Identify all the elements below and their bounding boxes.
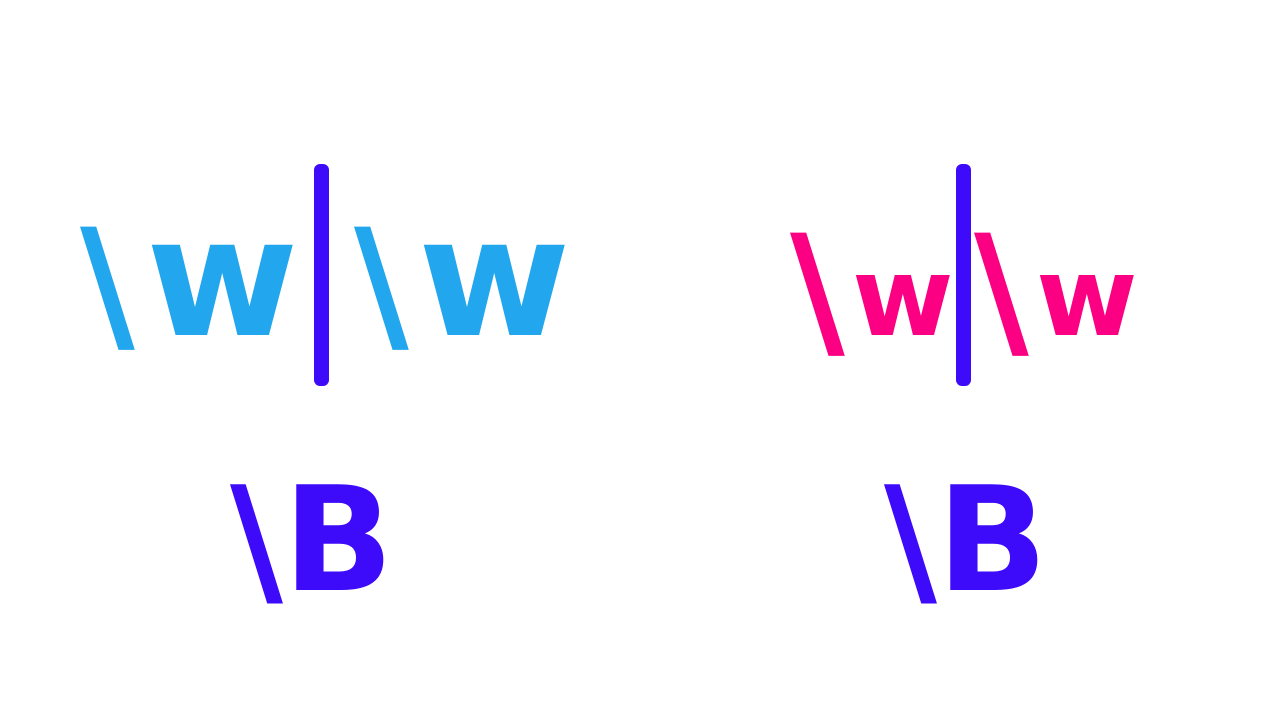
right-token-1-backslash: \ <box>790 204 845 378</box>
right-boundary-marker <box>956 164 971 386</box>
left-token-2-letter: w <box>418 182 571 374</box>
right-diagram: \ w \ w \B <box>640 0 1279 716</box>
right-token-2-backslash: \ <box>974 204 1029 378</box>
right-label: \B <box>884 456 1048 625</box>
left-label: \B <box>230 456 394 625</box>
left-diagram: \ w \ w \B <box>80 164 571 625</box>
left-token-2-backslash: \ <box>354 198 409 372</box>
left-token-1-letter: w <box>146 182 299 374</box>
right-token-1-letter: w <box>852 233 954 361</box>
right-token-2-letter: w <box>1036 233 1138 361</box>
left-token-1-backslash: \ <box>80 198 135 372</box>
left-boundary-marker <box>314 164 329 386</box>
